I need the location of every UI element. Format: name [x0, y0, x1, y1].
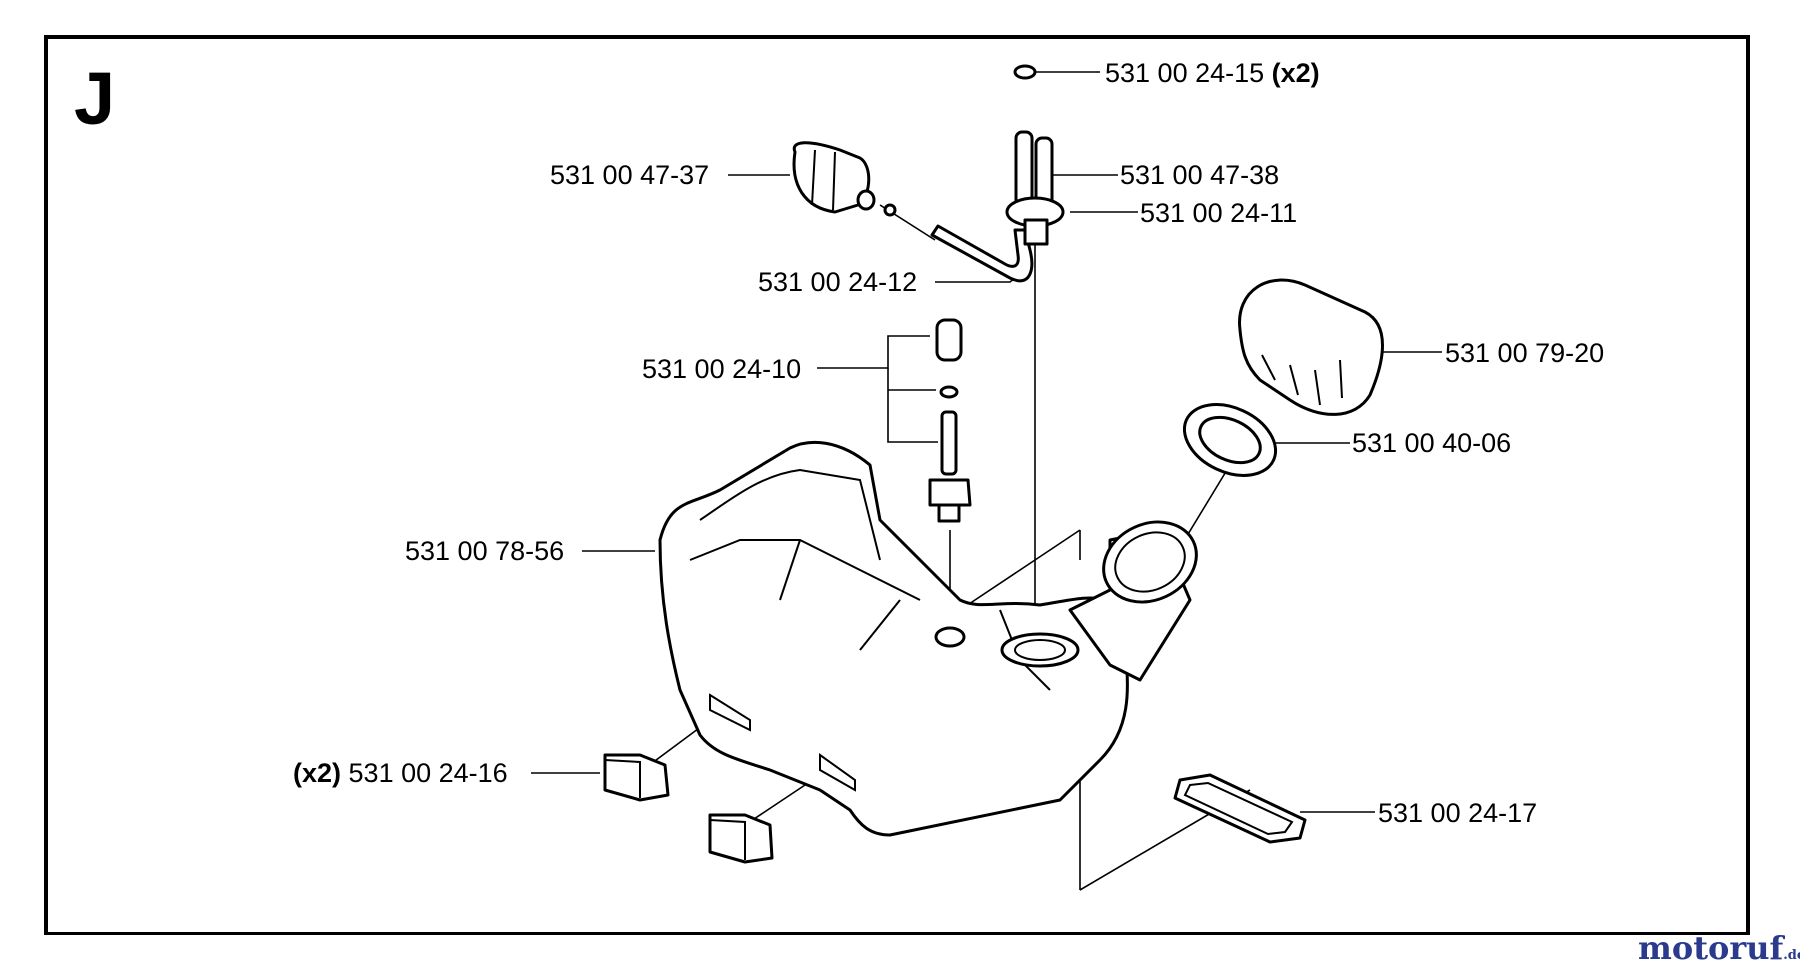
label-531-00-24-16: (x2) 531 00 24-16	[293, 758, 508, 788]
section-letter: J	[74, 57, 116, 140]
label-531-00-79-20: 531 00 79-20	[1445, 338, 1605, 368]
label-531-00-78-56: 531 00 78-56	[405, 536, 565, 566]
label-531-00-40-06: 531 00 40-06	[1352, 428, 1512, 458]
fuel-tank	[658, 440, 1198, 837]
gasket-small	[1013, 64, 1037, 80]
label-531-00-47-37: 531 00 47-37	[550, 160, 710, 190]
valve-assembly	[928, 318, 972, 523]
diagram-frame	[44, 35, 1750, 935]
label-531-00-24-17: 531 00 24-17	[1378, 798, 1538, 828]
rubber-foot-2	[708, 813, 774, 864]
rubber-foot-1	[603, 753, 670, 802]
label-531-00-24-11: 531 00 24-11	[1140, 198, 1298, 228]
tank-vent	[1005, 130, 1065, 246]
fuel-cap	[1238, 278, 1384, 416]
fuel-hose	[930, 224, 1034, 283]
label-531-00-24-10: 531 00 24-10	[642, 354, 802, 384]
watermark-logo: motoruf.de	[1638, 929, 1800, 967]
label-531-00-47-38: 531 00 47-38	[1120, 160, 1280, 190]
rubber-strip	[1173, 773, 1307, 844]
cap-gasket	[1182, 403, 1278, 477]
label-531-00-24-12: 531 00 24-12	[758, 267, 918, 297]
fuel-filter	[792, 141, 897, 217]
label-531-00-24-15: 531 00 24-15 (x2)	[1105, 58, 1320, 88]
